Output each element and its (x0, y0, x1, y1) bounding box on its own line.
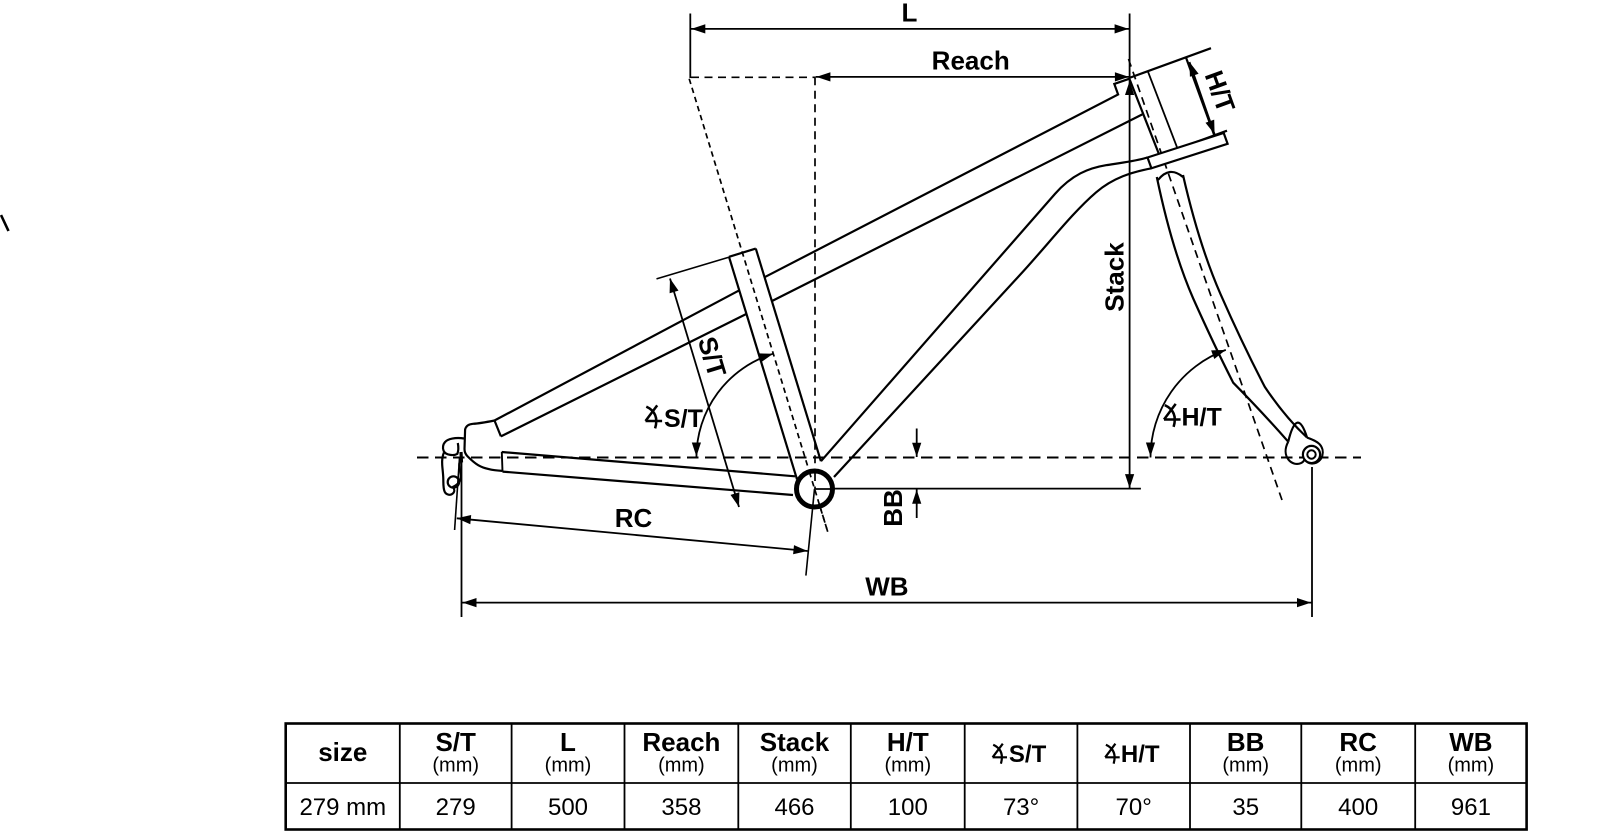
svg-text:Stack: Stack (760, 727, 830, 757)
svg-text:L: L (902, 0, 918, 28)
svg-text:(mm): (mm) (771, 755, 818, 777)
svg-text:466: 466 (774, 794, 814, 821)
svg-text:(mm): (mm) (545, 755, 592, 777)
svg-text:H/T: H/T (1182, 404, 1222, 432)
svg-text:S/T: S/T (435, 727, 476, 757)
svg-text:Reach: Reach (642, 727, 720, 757)
svg-text:279: 279 (436, 794, 476, 821)
svg-text:100: 100 (888, 794, 928, 821)
svg-text:size: size (318, 737, 367, 767)
svg-text:(mm): (mm) (432, 755, 479, 777)
svg-text:WB: WB (865, 571, 908, 601)
svg-text:RC: RC (1339, 727, 1377, 757)
svg-text:73°: 73° (1003, 794, 1039, 821)
svg-text:500: 500 (548, 794, 588, 821)
svg-text:(mm): (mm) (1448, 755, 1495, 777)
svg-text:70°: 70° (1116, 794, 1152, 821)
svg-text:358: 358 (661, 794, 701, 821)
svg-text:(mm): (mm) (658, 755, 705, 777)
svg-text:S/T: S/T (1009, 741, 1047, 768)
svg-text:961: 961 (1451, 794, 1491, 821)
svg-text:(mm): (mm) (884, 755, 931, 777)
svg-text:RC: RC (615, 503, 653, 533)
svg-text:WB: WB (1449, 727, 1492, 757)
svg-text:Stack: Stack (1100, 242, 1130, 312)
svg-text:400: 400 (1338, 794, 1378, 821)
svg-text:(mm): (mm) (1335, 755, 1382, 777)
svg-text:(mm): (mm) (1222, 755, 1269, 777)
svg-text:S/T: S/T (664, 405, 703, 433)
svg-text:H/T: H/T (1121, 741, 1160, 768)
svg-text:L: L (560, 727, 576, 757)
svg-text:Reach: Reach (932, 46, 1010, 76)
svg-text:H/T: H/T (887, 727, 929, 757)
svg-text:279 mm: 279 mm (299, 794, 386, 821)
svg-text:BB: BB (1227, 727, 1265, 757)
svg-text:35: 35 (1232, 794, 1259, 821)
svg-text:BB: BB (878, 489, 908, 527)
